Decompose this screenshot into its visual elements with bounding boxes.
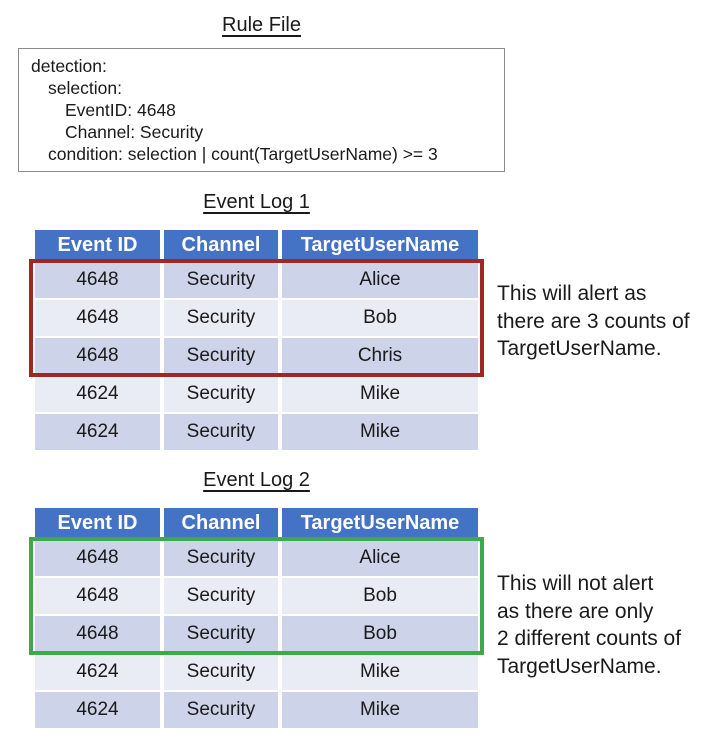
column-header-event-id: Event ID — [35, 508, 160, 538]
table-row: 4648 Security Alice — [35, 538, 478, 576]
table-row: 4648 Security Bob — [35, 298, 478, 336]
column-header-channel: Channel — [160, 508, 278, 538]
table-row: 4648 Security Bob — [35, 576, 478, 614]
event-log-1-table: Event ID Channel TargetUserName 4648 Sec… — [35, 230, 478, 450]
cell-channel: Security — [160, 538, 278, 576]
table-row: 4624 Security Mike — [35, 652, 478, 690]
rule-file-title: Rule File — [222, 14, 301, 36]
event-log-1-section: Event Log 1 Event ID Channel TargetUserN… — [29, 190, 722, 450]
event-log-2-table-wrap: Event ID Channel TargetUserName 4648 Sec… — [29, 508, 681, 728]
column-header-targetusername: TargetUserName — [278, 508, 478, 538]
header-row: Event ID Channel TargetUserName — [35, 230, 478, 260]
cell-targetusername: Mike — [278, 690, 478, 728]
event-log-2-annotation: This will not alert as there are only 2 … — [497, 572, 682, 678]
cell-channel: Security — [160, 614, 278, 652]
cell-channel: Security — [160, 576, 278, 614]
cell-targetusername: Mike — [278, 412, 478, 450]
table-row: 4648 Security Bob — [35, 614, 478, 652]
event-log-1-table-wrap: Event ID Channel TargetUserName 4648 Sec… — [29, 230, 690, 450]
column-header-event-id: Event ID — [35, 230, 160, 260]
rule-line-condition: condition: selection | count(TargetUserN… — [48, 144, 438, 164]
cell-event-id: 4648 — [35, 538, 160, 576]
cell-event-id: 4648 — [35, 260, 160, 298]
event-log-2-section: Event Log 2 Event ID Channel TargetUserN… — [29, 468, 722, 728]
event-log-2-title: Event Log 2 — [203, 469, 310, 491]
cell-targetusername: Bob — [278, 614, 478, 652]
cell-event-id: 4624 — [35, 412, 160, 450]
cell-channel: Security — [160, 260, 278, 298]
cell-event-id: 4648 — [35, 298, 160, 336]
cell-channel: Security — [160, 690, 278, 728]
cell-targetusername: Bob — [278, 576, 478, 614]
rule-line-eventid: EventID: 4648 — [65, 100, 176, 120]
event-log-2-table: Event ID Channel TargetUserName 4648 Sec… — [35, 508, 478, 728]
cell-channel: Security — [160, 374, 278, 412]
cell-targetusername: Alice — [278, 538, 478, 576]
table-row: 4624 Security Mike — [35, 374, 478, 412]
cell-channel: Security — [160, 652, 278, 690]
cell-channel: Security — [160, 412, 278, 450]
cell-event-id: 4624 — [35, 374, 160, 412]
cell-channel: Security — [160, 336, 278, 374]
cell-targetusername: Bob — [278, 298, 478, 336]
cell-event-id: 4624 — [35, 652, 160, 690]
cell-targetusername: Mike — [278, 652, 478, 690]
event-log-1-title: Event Log 1 — [203, 191, 310, 213]
cell-event-id: 4648 — [35, 614, 160, 652]
table-row: 4624 Security Mike — [35, 412, 478, 450]
table-row: 4624 Security Mike — [35, 690, 478, 728]
cell-channel: Security — [160, 298, 278, 336]
rule-line-detection: detection: — [31, 56, 107, 76]
column-header-targetusername: TargetUserName — [278, 230, 478, 260]
table-row: 4648 Security Chris — [35, 336, 478, 374]
cell-targetusername: Mike — [278, 374, 478, 412]
table-row: 4648 Security Alice — [35, 260, 478, 298]
cell-event-id: 4624 — [35, 690, 160, 728]
rule-file-box: detection: selection: EventID: 4648 Chan… — [18, 48, 505, 172]
rule-line-channel: Channel: Security — [65, 122, 204, 142]
column-header-channel: Channel — [160, 230, 278, 260]
cell-event-id: 4648 — [35, 336, 160, 374]
rule-line-selection: selection: — [48, 78, 122, 98]
cell-event-id: 4648 — [35, 576, 160, 614]
cell-targetusername: Alice — [278, 260, 478, 298]
cell-targetusername: Chris — [278, 336, 478, 374]
header-row: Event ID Channel TargetUserName — [35, 508, 478, 538]
event-log-1-annotation: This will alert as there are 3 counts of… — [497, 282, 690, 360]
